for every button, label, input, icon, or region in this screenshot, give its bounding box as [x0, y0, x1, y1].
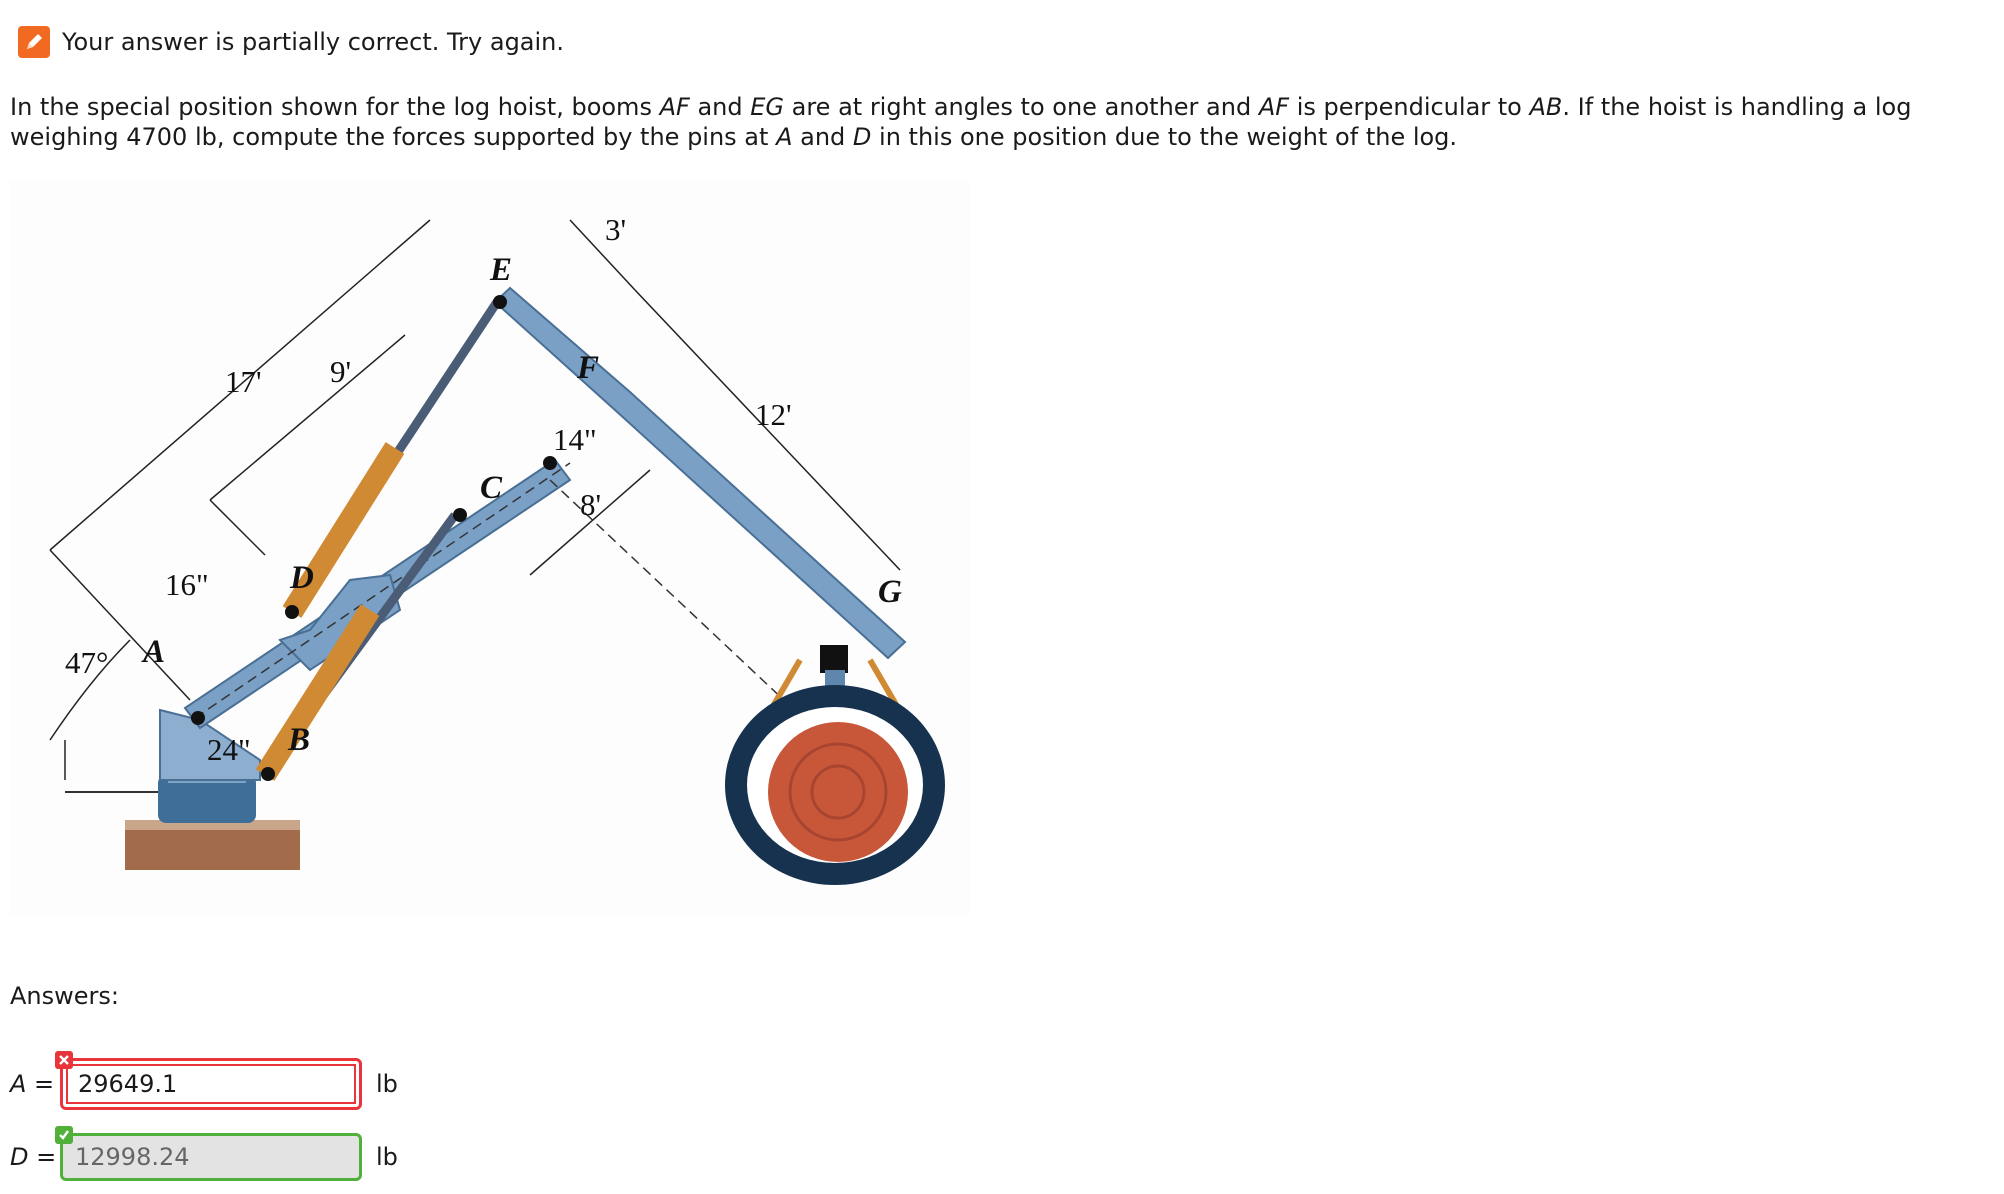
dim-9ft: 9'	[330, 354, 351, 389]
dim-14in: 14"	[553, 422, 597, 457]
pin-b	[261, 767, 275, 781]
dim-17ft: 17'	[225, 364, 262, 399]
label-d: D	[289, 560, 314, 596]
dim-3ft: 3'	[605, 212, 626, 247]
label-a: A	[141, 634, 165, 670]
ground	[125, 828, 300, 870]
pin-a	[191, 711, 205, 725]
answer-row-a: A = 29649.1 lb	[10, 1051, 398, 1110]
answer-d-unit: lb	[376, 1143, 398, 1171]
answer-a-variable: A	[10, 1070, 27, 1098]
answer-a-unit: lb	[376, 1070, 398, 1098]
boom-eg	[493, 286, 907, 660]
answer-d-input[interactable]: 12998.24	[55, 1126, 362, 1181]
pin-e	[493, 295, 507, 309]
answers-heading: Answers:	[10, 982, 119, 1010]
dim-24in: 24"	[207, 732, 251, 767]
pin-g	[820, 645, 848, 673]
answer-a-value: 29649.1	[66, 1064, 356, 1104]
status-message: Your answer is partially correct. Try ag…	[18, 26, 564, 58]
incorrect-icon	[55, 1051, 73, 1069]
pin-c	[453, 508, 467, 522]
label-e: E	[489, 252, 512, 288]
label-f: F	[576, 350, 599, 386]
pin-f	[543, 456, 557, 470]
label-b: B	[287, 722, 310, 758]
dim-8ft: 8'	[580, 487, 601, 522]
answer-row-d: D = 12998.24 lb	[10, 1126, 398, 1181]
pencil-icon	[18, 26, 50, 58]
dimension-lines	[49, 219, 901, 780]
label-c: C	[480, 470, 503, 506]
status-text: Your answer is partially correct. Try ag…	[62, 28, 565, 56]
lower-cylinder	[255, 604, 380, 781]
question-text: In the special position shown for the lo…	[10, 93, 1912, 151]
angle-47: 47°	[65, 645, 108, 680]
upper-cylinder	[282, 442, 405, 618]
answer-d-variable: D	[10, 1143, 29, 1171]
hoist-base	[158, 775, 256, 823]
dim-16in: 16"	[165, 567, 209, 602]
label-g: G	[878, 574, 902, 610]
log-hoist-figure: 17' 9' 3' 12' 14" 8' 16" 24" 47° E F C D…	[10, 180, 970, 915]
checkmark-icon	[55, 1126, 73, 1144]
dim-12ft: 12'	[755, 397, 792, 432]
answer-d-value: 12998.24	[75, 1143, 190, 1171]
answer-a-input[interactable]: 29649.1	[55, 1051, 362, 1110]
pin-d	[285, 605, 299, 619]
